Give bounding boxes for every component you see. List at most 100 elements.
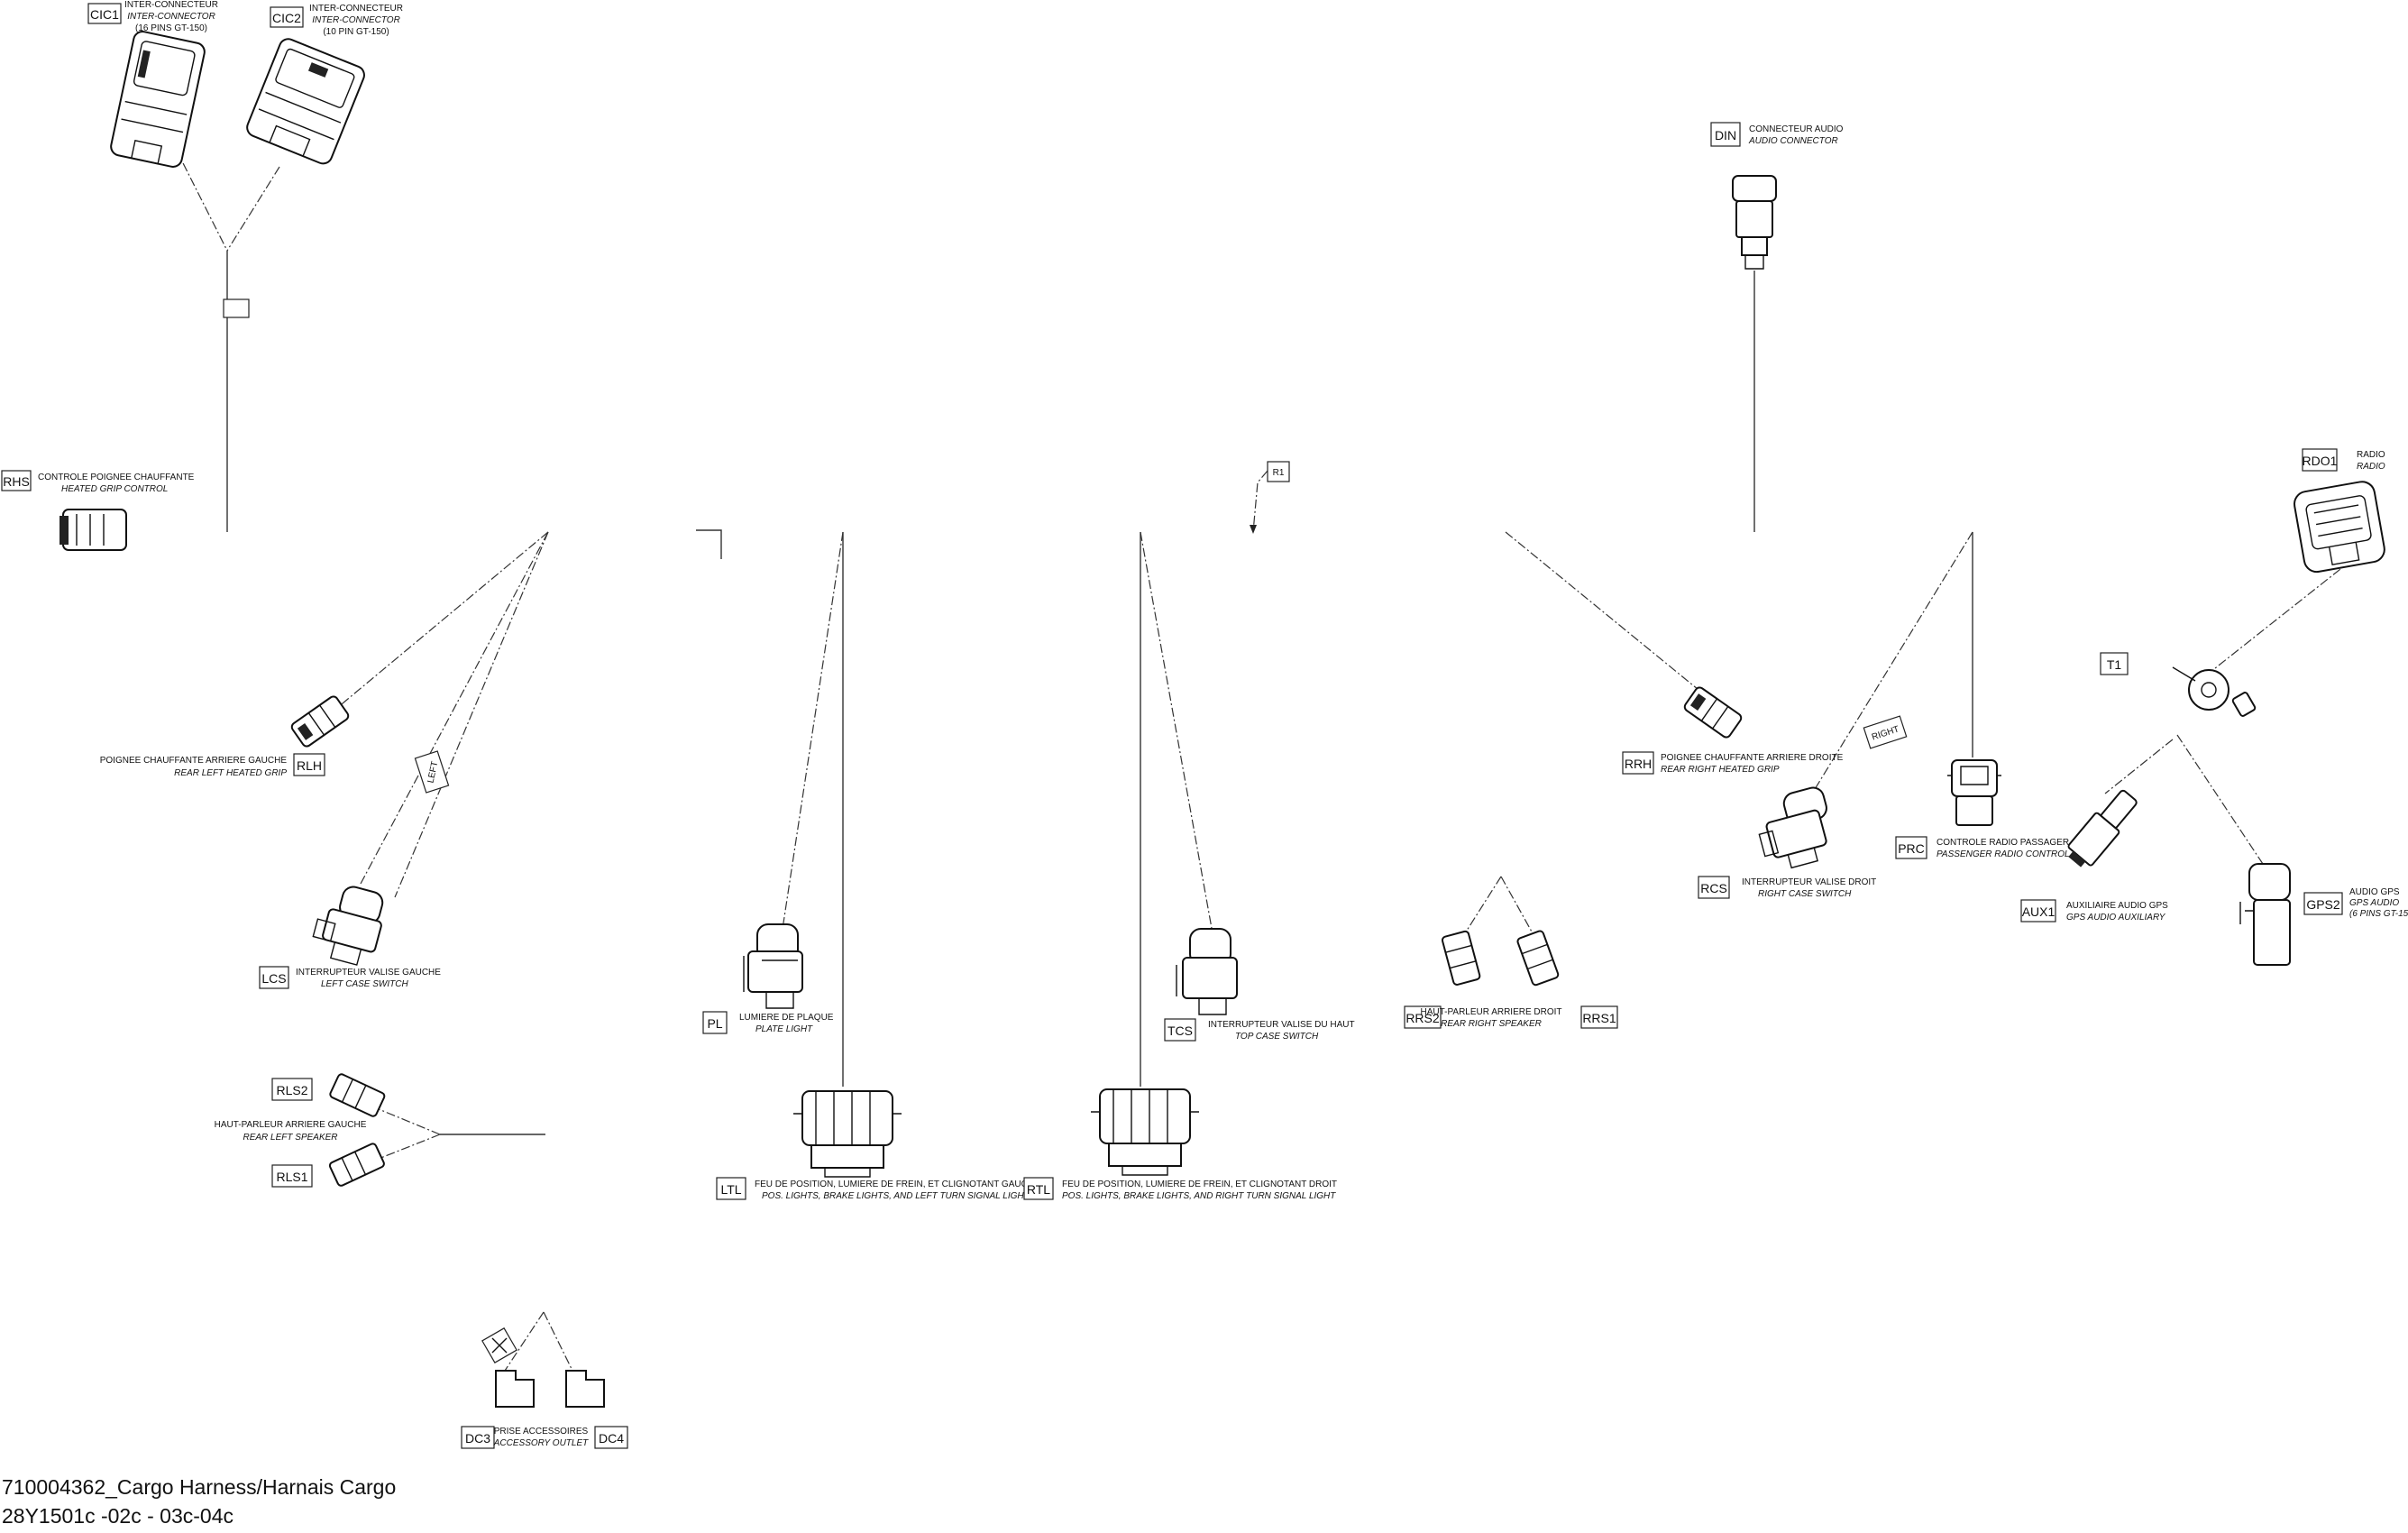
- svg-text:LTL: LTL: [720, 1182, 741, 1197]
- pl-connector: [743, 923, 803, 1009]
- rls1-label: RLS1: [271, 1164, 313, 1188]
- svg-text:RLS1: RLS1: [276, 1170, 307, 1184]
- ltl-label: LTL FEU DE POSITION, LUMIERE DE FREIN, E…: [716, 1177, 1040, 1201]
- svg-text:AUDIO GPS: AUDIO GPS: [2349, 887, 2400, 897]
- svg-text:RIGHT CASE SWITCH: RIGHT CASE SWITCH: [1758, 889, 1852, 899]
- tcs-label: TCS INTERRUPTEUR VALISE DU HAUT TOP CASE…: [1164, 1018, 1355, 1042]
- svg-text:PLATE LIGHT: PLATE LIGHT: [755, 1024, 813, 1034]
- branch-tag-right: RIGHT: [1863, 715, 1908, 749]
- svg-text:CONTROLE RADIO PASSAGER: CONTROLE RADIO PASSAGER: [1936, 838, 2069, 848]
- svg-text:GPS2: GPS2: [2306, 897, 2340, 912]
- svg-text:ACCESSORY OUTLET: ACCESSORY OUTLET: [493, 1438, 589, 1448]
- svg-text:INTERRUPTEUR VALISE GAUCHE: INTERRUPTEUR VALISE GAUCHE: [296, 968, 441, 978]
- cic2-connector: [246, 38, 365, 165]
- svg-text:LEFT CASE SWITCH: LEFT CASE SWITCH: [321, 979, 408, 989]
- rls-label: HAUT-PARLEUR ARRIERE GAUCHE REAR LEFT SP…: [215, 1120, 367, 1143]
- svg-text:REAR RIGHT SPEAKER: REAR RIGHT SPEAKER: [1441, 1019, 1542, 1029]
- svg-text:PRISE ACCESSOIRES: PRISE ACCESSOIRES: [494, 1427, 589, 1437]
- rcs-label: RCS INTERRUPTEUR VALISE DROIT RIGHT CASE…: [1698, 876, 1876, 899]
- svg-text:TOP CASE SWITCH: TOP CASE SWITCH: [1235, 1032, 1319, 1042]
- cic2-label: CIC2 INTER-CONNECTEUR INTER-CONNECTOR (1…: [270, 4, 403, 37]
- dc-label: DC3 PRISE ACCESSOIRES ACCESSORY OUTLET D…: [461, 1426, 628, 1449]
- din-connector: [1732, 175, 1777, 270]
- svg-text:REAR RIGHT HEATED GRIP: REAR RIGHT HEATED GRIP: [1661, 765, 1780, 775]
- svg-text:RCS: RCS: [1700, 881, 1727, 895]
- rrh-connector: [1683, 686, 1743, 739]
- svg-text:T1: T1: [2107, 657, 2122, 672]
- svg-text:LUMIERE DE PLAQUE: LUMIERE DE PLAQUE: [739, 1013, 834, 1023]
- t1-label: T1: [2100, 652, 2129, 675]
- rls2-connector: [329, 1073, 386, 1117]
- svg-text:CONTROLE POIGNEE CHAUFFANTE: CONTROLE POIGNEE CHAUFFANTE: [38, 473, 195, 482]
- svg-text:RADIO: RADIO: [2357, 462, 2385, 472]
- svg-text:PL: PL: [707, 1016, 722, 1031]
- svg-text:PRC: PRC: [1898, 841, 1925, 856]
- rls1-connector: [328, 1143, 385, 1187]
- rcs-connector: [1758, 786, 1827, 869]
- svg-text:LCS: LCS: [261, 971, 286, 986]
- svg-text:CONNECTEUR AUDIO: CONNECTEUR AUDIO: [1749, 124, 1844, 134]
- svg-text:AUX1: AUX1: [2022, 904, 2055, 919]
- svg-text:HAUT-PARLEUR ARRIERE GAUCHE: HAUT-PARLEUR ARRIERE GAUCHE: [215, 1120, 367, 1130]
- pl-label: PL LUMIERE DE PLAQUE PLATE LIGHT: [702, 1011, 834, 1034]
- drawing-number: 28Y1501c -02c - 03c-04c: [2, 1504, 233, 1528]
- svg-text:INTERRUPTEUR VALISE DROIT: INTERRUPTEUR VALISE DROIT: [1742, 877, 1876, 887]
- svg-text:INTER-CONNECTEUR: INTER-CONNECTEUR: [309, 4, 403, 14]
- svg-text:R1: R1: [1273, 468, 1285, 478]
- svg-text:RRS1: RRS1: [1582, 1011, 1616, 1025]
- tcs-connector: [1176, 928, 1238, 1015]
- rls2-label: RLS2: [271, 1078, 313, 1101]
- svg-text:(10 PIN GT-150): (10 PIN GT-150): [323, 27, 389, 37]
- svg-text:RDO1: RDO1: [2303, 454, 2338, 468]
- prc-label: PRC CONTROLE RADIO PASSAGER PASSENGER RA…: [1895, 836, 2070, 859]
- rlh-label: POIGNEE CHAUFFANTE ARRIERE GAUCHE REAR L…: [100, 753, 325, 778]
- svg-text:TCS: TCS: [1167, 1024, 1193, 1038]
- gps2-connector: [2239, 863, 2291, 966]
- drawing-title: 710004362_Cargo Harness/Harnais Cargo: [2, 1475, 397, 1499]
- dc3-connector: [495, 1370, 535, 1408]
- svg-text:DC4: DC4: [599, 1431, 624, 1446]
- dc4-connector: [565, 1370, 605, 1408]
- cic1-connector: [110, 31, 206, 168]
- branch-tag-r1: R1: [1267, 461, 1290, 482]
- svg-text:RLH: RLH: [297, 758, 322, 773]
- svg-text:(6 PINS GT-150): (6 PINS GT-150): [2349, 909, 2408, 919]
- svg-text:AUDIO CONNECTOR: AUDIO CONNECTOR: [1748, 136, 1838, 146]
- svg-text:POS. LIGHTS, BRAKE LIGHTS, AND: POS. LIGHTS, BRAKE LIGHTS, AND RIGHT TUR…: [1062, 1191, 1336, 1201]
- rtl-label: RTL FEU DE POSITION, LUMIERE DE FREIN, E…: [1023, 1177, 1337, 1201]
- svg-text:DIN: DIN: [1715, 128, 1736, 142]
- aux1-label: AUX1 AUXILIAIRE AUDIO GPS GPS AUDIO AUXI…: [2020, 899, 2168, 923]
- rrs-label: RRS2 HAUT-PARLEUR ARRIERE DROIT REAR RIG…: [1404, 1005, 1618, 1029]
- svg-text:HAUT-PARLEUR ARRIERE DROIT: HAUT-PARLEUR ARRIERE DROIT: [1420, 1007, 1561, 1017]
- harness-wires: [175, 148, 2354, 1372]
- svg-text:POIGNEE CHAUFFANTE ARRIERE DRO: POIGNEE CHAUFFANTE ARRIERE DROITE: [1661, 753, 1844, 763]
- svg-text:INTER-CONNECTOR: INTER-CONNECTOR: [127, 12, 215, 22]
- rlh-connector: [290, 695, 350, 748]
- svg-text:RRH: RRH: [1625, 757, 1652, 771]
- svg-text:PASSENGER RADIO CONTROL: PASSENGER RADIO CONTROL: [1936, 849, 2070, 859]
- svg-text:INTER-CONNECTEUR: INTER-CONNECTEUR: [124, 0, 218, 10]
- svg-text:REAR LEFT HEATED GRIP: REAR LEFT HEATED GRIP: [174, 768, 287, 778]
- svg-text:CIC2: CIC2: [272, 11, 301, 25]
- cic1-tag: CIC1: [90, 7, 119, 22]
- rdo1-connector: [2294, 481, 2385, 574]
- svg-text:RADIO: RADIO: [2357, 450, 2385, 460]
- rrs2-connector: [1441, 930, 1481, 986]
- dc-fuse-icon: [481, 1327, 517, 1363]
- ltl-connector: [793, 1090, 902, 1178]
- cic1-label: CIC1 INTER-CONNECTEUR INTER-CONNECTOR (1…: [87, 0, 218, 33]
- svg-text:(16 PINS GT-150): (16 PINS GT-150): [135, 23, 207, 33]
- rhs-connector: [60, 509, 127, 551]
- rtl-connector: [1091, 1088, 1199, 1176]
- svg-text:RLS2: RLS2: [276, 1083, 307, 1097]
- svg-text:FEU DE POSITION, LUMIERE DE FR: FEU DE POSITION, LUMIERE DE FREIN, ET CL…: [755, 1180, 1040, 1189]
- svg-text:LEFT: LEFT: [426, 760, 441, 784]
- svg-text:AUXILIAIRE AUDIO GPS: AUXILIAIRE AUDIO GPS: [2066, 901, 2168, 911]
- t1-connector: [2172, 666, 2257, 717]
- svg-text:POIGNEE CHAUFFANTE ARRIERE GAU: POIGNEE CHAUFFANTE ARRIERE GAUCHE: [100, 756, 288, 766]
- gps2-label: GPS2 AUDIO GPS GPS AUDIO (6 PINS GT-150): [2303, 887, 2408, 919]
- prc-connector: [1947, 759, 2001, 826]
- svg-text:RTL: RTL: [1027, 1182, 1050, 1197]
- svg-text:INTERRUPTEUR VALISE DU HAUT: INTERRUPTEUR VALISE DU HAUT: [1208, 1020, 1355, 1030]
